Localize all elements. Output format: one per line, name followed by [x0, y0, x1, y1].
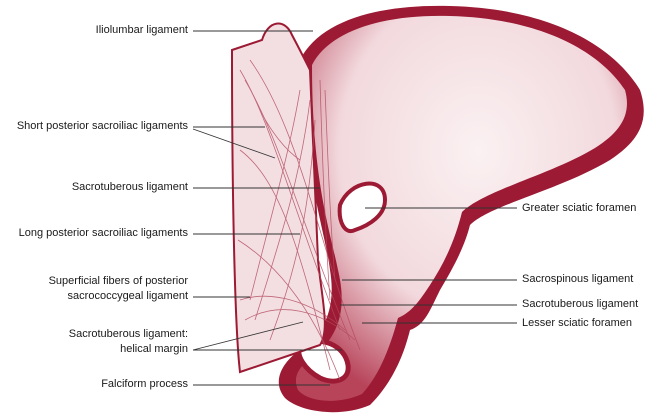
label-superficial-line2: sacrococcygeal ligament [67, 290, 188, 302]
label-helical-margin: Sacrotuberous ligament: helical margin [69, 327, 188, 357]
label-superficial-line1: Superficial fibers of posterior [48, 275, 188, 287]
label-sacrotuberous-ligament-left: Sacrotuberous ligament [71, 181, 188, 193]
label-superficial-fibers: Superficial fibers of posterior sacrococ… [49, 274, 188, 304]
ligament-fibers [237, 59, 361, 381]
label-short-posterior-sacroiliac: Short posterior sacroiliac ligaments [16, 120, 188, 132]
sacrum [230, 22, 326, 374]
label-falciform-process: Falciform process [101, 378, 188, 390]
label-sacrotuberous-ligament-right: Sacrotuberous ligament [522, 298, 639, 310]
label-helical-line1: Sacrotuberous ligament: [68, 328, 188, 340]
greater-sciatic-notch [337, 181, 388, 234]
label-sacrospinous-ligament: Sacrospinous ligament [522, 273, 634, 285]
label-iliolumbar-ligament: Iliolumbar ligament [95, 24, 188, 36]
leader-short-posterior-2 [192, 128, 276, 159]
label-lesser-sciatic-foramen: Lesser sciatic foramen [522, 317, 633, 329]
label-long-posterior-sacroiliac: Long posterior sacroiliac ligaments [18, 227, 188, 239]
leader-lines [192, 30, 517, 386]
leader-helical-1 [192, 321, 304, 351]
label-greater-sciatic-foramen: Greater sciatic foramen [522, 202, 637, 214]
label-helical-line2: helical margin [120, 343, 188, 355]
lower-foramen [296, 338, 351, 384]
